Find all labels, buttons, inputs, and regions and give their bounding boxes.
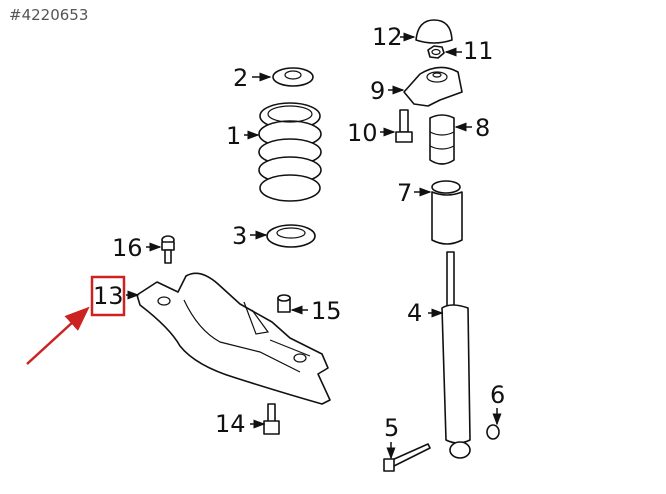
highlight-arrow — [26, 306, 90, 365]
part-5-bolt[interactable] — [383, 443, 431, 472]
callout-14: 14 — [215, 410, 246, 438]
callout-3: 3 — [232, 222, 247, 250]
part-10-bolt[interactable] — [395, 109, 413, 143]
callout-15: 15 — [311, 297, 342, 325]
part-14-bolt[interactable] — [263, 403, 280, 435]
callout-1: 1 — [226, 122, 241, 150]
callout-6: 6 — [490, 381, 505, 409]
part-9-strut-mount[interactable] — [403, 66, 463, 107]
part-2-upper-spring-seat[interactable] — [272, 67, 314, 87]
callout-9: 9 — [370, 77, 385, 105]
callout-4: 4 — [407, 299, 422, 327]
part-13-subframe-bracket[interactable] — [136, 272, 331, 405]
callout-13[interactable]: 13 — [93, 282, 124, 310]
part-4-shock-absorber[interactable] — [441, 251, 471, 459]
part-1-coil-spring[interactable] — [258, 102, 322, 202]
part-11-nut[interactable] — [427, 45, 445, 59]
callout-2: 2 — [233, 64, 248, 92]
callout-12: 12 — [372, 23, 403, 51]
callout-7: 7 — [397, 179, 412, 207]
part-15-bushing[interactable] — [277, 294, 291, 313]
part-3-lower-spring-seat[interactable] — [266, 224, 316, 248]
callout-10: 10 — [347, 119, 378, 147]
part-12-cap[interactable] — [415, 19, 453, 44]
callout-8: 8 — [475, 114, 490, 142]
diagram-reference-number: #4220653 — [9, 6, 89, 24]
callout-16: 16 — [112, 234, 143, 262]
part-16-clip[interactable] — [161, 235, 175, 264]
callout-11: 11 — [463, 37, 494, 65]
part-7-dust-boot[interactable] — [431, 180, 463, 245]
part-6-nut[interactable] — [486, 424, 500, 440]
callout-5: 5 — [384, 414, 399, 442]
part-8-bump-stop[interactable] — [429, 114, 455, 165]
highlight-box — [90, 275, 126, 317]
